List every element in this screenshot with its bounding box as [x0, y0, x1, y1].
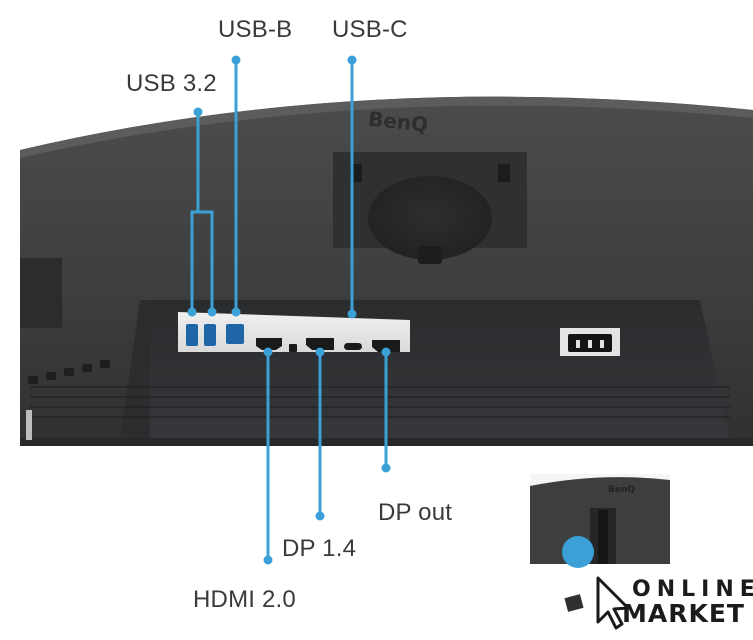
usb-c-port — [344, 343, 362, 350]
dp14-label: DP 1.4 — [282, 535, 357, 562]
dp-in-port — [306, 338, 334, 350]
logo-line-1: ONLINE — [632, 577, 753, 602]
callout-lines — [190, 58, 388, 562]
usb-b-label: USB-B — [218, 16, 293, 43]
usb32-label: USB 3.2 — [126, 70, 217, 97]
port-panel — [178, 312, 410, 352]
usb-c-label: USB-C — [332, 16, 408, 43]
online-market-logo: ONLINE MARKET — [588, 575, 753, 633]
power-inlet — [560, 328, 620, 356]
dp-out-label: DP out — [378, 499, 453, 526]
stand-mount — [333, 152, 527, 264]
dp-out-port — [372, 340, 400, 352]
logo-line-2: MARKET — [622, 599, 745, 628]
usb32-port-1 — [186, 324, 198, 346]
inset-brand-text: BenQ — [608, 485, 635, 495]
hdmi-port — [256, 338, 282, 350]
usb-b-port — [226, 324, 244, 344]
usb32-port-2 — [204, 324, 216, 346]
inset-thumbnail: BenQ — [530, 474, 670, 612]
hdmi-label: HDMI 2.0 — [193, 586, 296, 613]
cursor-logo-icon — [596, 576, 630, 630]
callout-dots — [187, 55, 391, 565]
